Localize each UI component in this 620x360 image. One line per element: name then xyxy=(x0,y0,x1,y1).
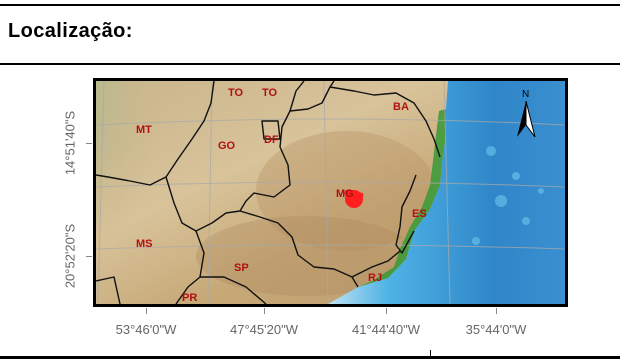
lon-tick xyxy=(496,308,497,314)
lon-tick xyxy=(146,308,147,314)
seamounts xyxy=(472,146,544,245)
coastal-plain xyxy=(358,109,446,287)
lat-tick xyxy=(86,256,92,257)
state-label-to: TO xyxy=(262,87,278,99)
page-title: Localização: xyxy=(8,20,133,42)
location-map[interactable]: TO TO BA MT GO DF MG ES MS SP RJ PR N xyxy=(93,78,568,307)
longitude-label: 53°46'0"W xyxy=(115,322,177,337)
state-borders xyxy=(96,81,441,304)
state-label-ba: BA xyxy=(393,101,409,113)
top-border xyxy=(0,4,620,6)
longitude-label: 35°44'0"W xyxy=(465,322,527,337)
longitude-label: 47°45'20"W xyxy=(230,322,298,337)
highland-south xyxy=(196,216,416,296)
graticule xyxy=(96,81,565,304)
state-label-df: DF xyxy=(264,134,279,146)
state-label-sp: SP xyxy=(234,262,249,274)
latitude-label: 14°51'40"S xyxy=(62,110,78,176)
north-arrow-label: N xyxy=(522,89,529,100)
lon-tick xyxy=(386,308,387,314)
state-label-rj: RJ xyxy=(368,272,382,284)
bottom-border xyxy=(0,356,620,359)
state-labels: TO TO BA MT GO DF MG ES MS SP RJ PR xyxy=(136,87,427,304)
lat-tick xyxy=(86,143,92,144)
footer-tick xyxy=(430,350,431,356)
map-canvas: TO TO BA MT GO DF MG ES MS SP RJ PR N xyxy=(96,81,565,304)
state-label-ms: MS xyxy=(136,238,153,250)
state-label-pr: PR xyxy=(182,292,197,304)
lon-tick xyxy=(264,308,265,314)
state-label-to: TO xyxy=(228,87,244,99)
header-divider xyxy=(0,63,620,65)
state-label-mt: MT xyxy=(136,124,152,136)
state-label-mg: MG xyxy=(336,188,354,200)
latitude-label: 20°52'20"S xyxy=(62,223,78,289)
longitude-label: 41°44'40"W xyxy=(352,322,420,337)
state-label-go: GO xyxy=(218,140,236,152)
state-label-es: ES xyxy=(412,208,427,220)
city-marker xyxy=(344,189,364,208)
north-arrow-icon: N xyxy=(517,89,536,138)
